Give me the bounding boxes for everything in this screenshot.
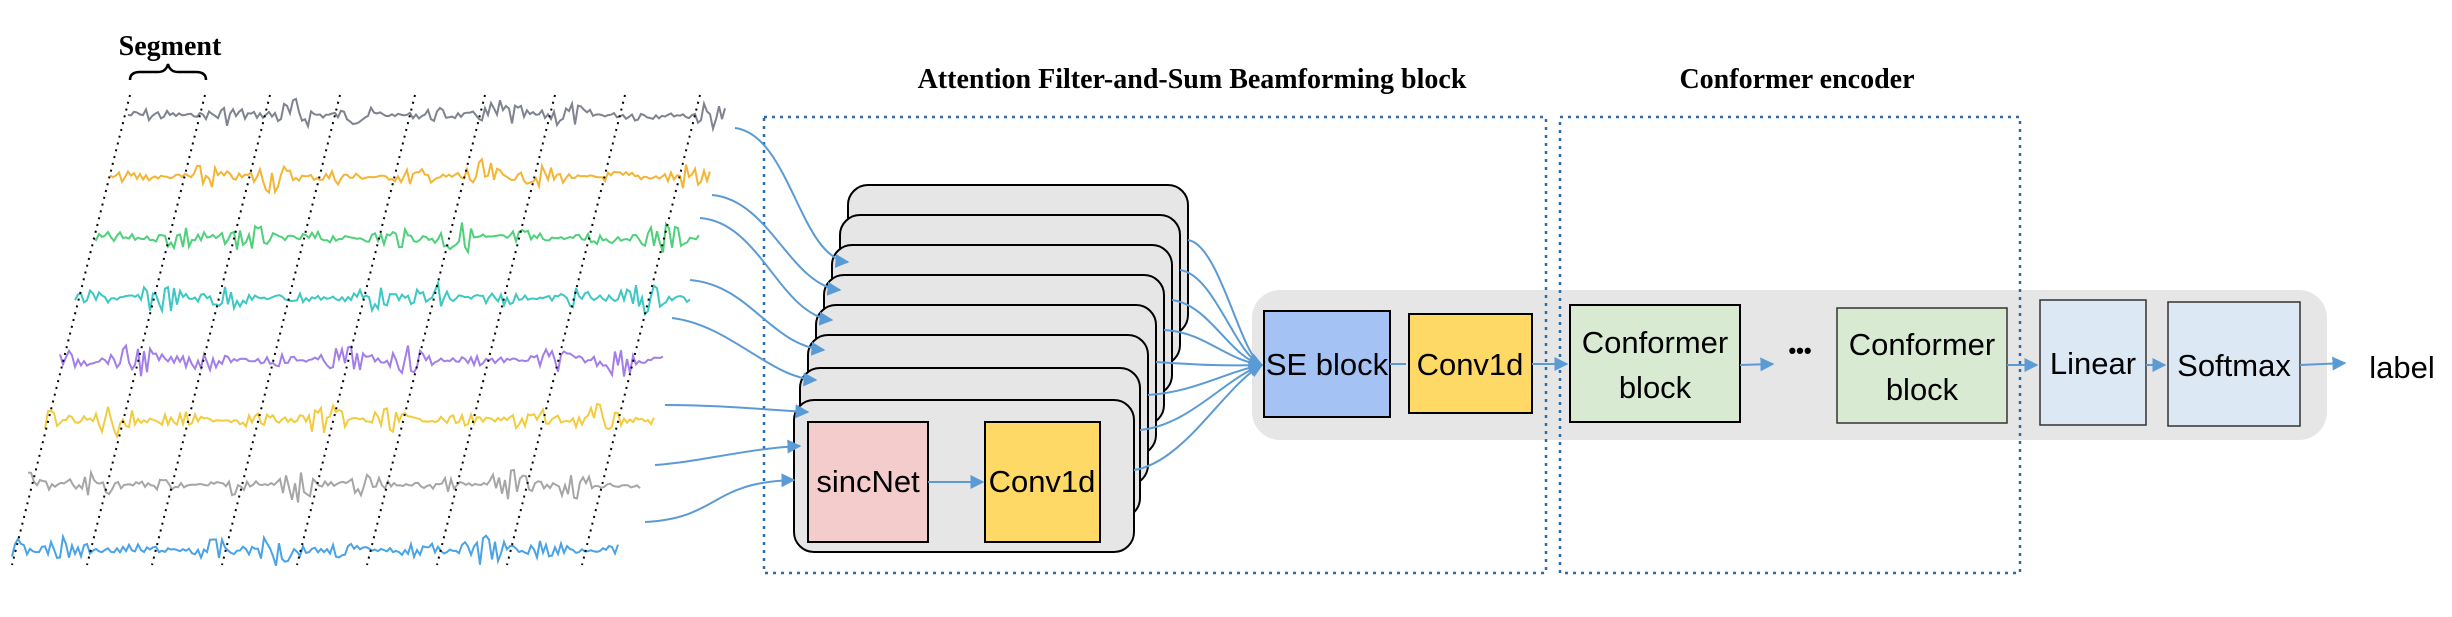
conv1d-outer-label: Conv1d (1417, 347, 1524, 382)
sincnet-label: sincNet (816, 464, 920, 499)
stack-output-arrows (1133, 239, 1264, 471)
segment-separator (436, 94, 556, 566)
conv1d-inner-block (984, 421, 1101, 543)
waveform-channel-6 (44, 402, 655, 440)
segment-separator (151, 94, 271, 566)
conformer-encoder-title: Conformer encoder (1679, 64, 1914, 95)
segment-separator (11, 94, 131, 566)
waveform-channel-2 (109, 157, 711, 195)
input-arrow (671, 317, 818, 387)
input-arrow (654, 439, 802, 466)
conformer-block-2-line2: block (1886, 372, 1959, 407)
stack-output-arrow (1133, 364, 1264, 471)
waveform-channel-7 (27, 468, 641, 503)
output-label: label (2369, 350, 2435, 385)
segment-separator (506, 94, 626, 566)
conv1d-outer-block (1408, 313, 1533, 414)
waveform-channel-1 (127, 97, 726, 133)
input-arrow (664, 404, 810, 419)
conformer-block-1 (1569, 304, 1741, 423)
conv1d-inner-label: Conv1d (989, 464, 1096, 499)
conformer-block-2 (1836, 307, 2008, 424)
linear-block (2039, 299, 2147, 426)
segment-separator (296, 94, 416, 566)
softmax-block (2167, 301, 2301, 427)
conformer-block-1-line1: Conformer (1582, 325, 1728, 360)
linear-label: Linear (2050, 346, 2136, 381)
waveform-channel-4 (74, 279, 691, 317)
afsb-dotted-box (762, 115, 1548, 575)
afsb-title: Attention Filter-and-Sum Beamforming blo… (918, 64, 1467, 95)
ellipsis: ••• (1788, 338, 1811, 363)
conformer-block-2-line1: Conformer (1849, 327, 1995, 362)
segment-separator (86, 94, 206, 566)
segment-label: Segment (119, 31, 222, 62)
conformer1-to-ellipsis-arrow (1739, 357, 1775, 372)
waveform-channel-3 (92, 221, 700, 255)
input-arrow (689, 279, 826, 356)
conformer-block-1-line2: block (1619, 370, 1692, 405)
input-arrow (734, 127, 850, 268)
segment-separator (581, 94, 701, 566)
input-arrow (644, 473, 796, 523)
input-arrow (699, 217, 834, 326)
segment-brace (128, 63, 208, 81)
waveform-channel-5 (59, 343, 664, 379)
segment-separator (366, 94, 486, 566)
softmax-to-label-arrow (2299, 356, 2347, 371)
conformer-dotted-box (1558, 115, 2022, 575)
softmax-label: Softmax (2177, 348, 2291, 383)
segment-separator (221, 94, 341, 566)
input-arrow (711, 194, 842, 296)
stack-output-arrow (1187, 239, 1264, 367)
input-arrows (644, 127, 850, 523)
multichannel-waveforms (11, 94, 726, 566)
waveform-channel-8 (11, 533, 619, 566)
se-block-label: SE block (1266, 347, 1389, 382)
